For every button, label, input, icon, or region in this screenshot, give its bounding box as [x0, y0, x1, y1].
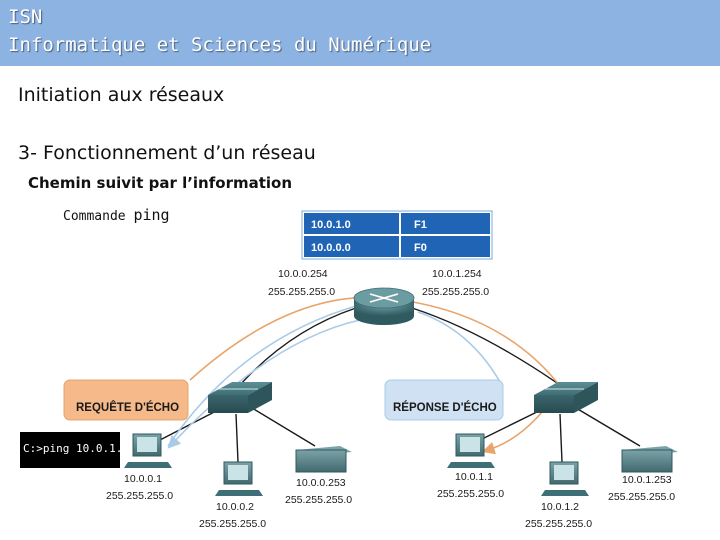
request-label: REQUÊTE D'ÉCHO	[76, 401, 179, 414]
printer-icon	[621, 446, 678, 473]
header-line-2: Informatique et Sciences du Numérique	[8, 34, 432, 56]
section-title: 3- Fonctionnement d’un réseau	[18, 142, 316, 164]
reply-label-box: RÉPONSE D'ÉCHO	[384, 379, 504, 421]
pc-icon	[447, 433, 495, 468]
slide-header: ISN Informatique et Sciences du Numériqu…	[0, 0, 720, 66]
slide-title: Initiation aux réseaux	[18, 84, 225, 106]
command-prefix: Commande	[63, 209, 126, 224]
host-mask: 255.255.255.0	[199, 518, 266, 530]
table-cell	[401, 236, 490, 257]
route-network-2: 10.0.0.0	[311, 242, 351, 254]
router-right-ip: 10.0.1.254	[432, 268, 482, 280]
router-right-mask: 255.255.255.0	[422, 286, 489, 298]
switch-icon	[208, 382, 272, 413]
route-interface-1: F1	[414, 219, 427, 231]
terminal-command: C:>ping 10.0.1.1	[23, 442, 129, 455]
reply-label: RÉPONSE D'ÉCHO	[393, 401, 497, 414]
printer-icon	[295, 446, 352, 473]
header-line-1: ISN	[8, 6, 43, 28]
router-left-ip: 10.0.0.254	[278, 268, 328, 280]
table-cell	[304, 236, 399, 257]
pc-icon	[124, 433, 172, 468]
host-ip: 10.0.0.2	[216, 501, 254, 513]
route-interface-2: F0	[414, 242, 427, 254]
table-cell	[304, 213, 399, 234]
command-line: Commande ping	[63, 206, 170, 224]
command-keyword: ping	[133, 206, 170, 224]
request-label-box: REQUÊTE D'ÉCHO	[63, 379, 189, 421]
host-mask: 255.255.255.0	[437, 488, 504, 500]
pc-icon	[541, 461, 589, 496]
host-mask: 255.255.255.0	[106, 490, 173, 502]
host-mask: 255.255.255.0	[608, 491, 675, 503]
host-mask: 255.255.255.0	[285, 494, 352, 506]
host-ip: 10.0.1.1	[455, 471, 493, 483]
host-ip: 10.0.0.253	[296, 477, 346, 489]
host-ip: 10.0.0.1	[124, 473, 162, 485]
routing-table: 10.0.1.0 F1 10.0.0.0 F0	[301, 210, 493, 260]
host-ip: 10.0.1.253	[622, 474, 672, 486]
router-icon	[353, 287, 415, 325]
route-network-1: 10.0.1.0	[311, 219, 351, 231]
table-cell	[401, 213, 490, 234]
switch-icon	[534, 382, 598, 413]
subsection-title: Chemin suivit par l’information	[28, 174, 293, 192]
terminal-snippet: C:>ping 10.0.1.1	[20, 432, 129, 468]
host-ip: 10.0.1.2	[541, 501, 579, 513]
pc-icon	[215, 461, 263, 496]
reply-path-left	[167, 305, 357, 447]
host-mask: 255.255.255.0	[525, 518, 592, 530]
reply-path-right	[417, 311, 501, 383]
reply-arrow-left	[167, 319, 361, 449]
router-left-mask: 255.255.255.0	[268, 286, 335, 298]
